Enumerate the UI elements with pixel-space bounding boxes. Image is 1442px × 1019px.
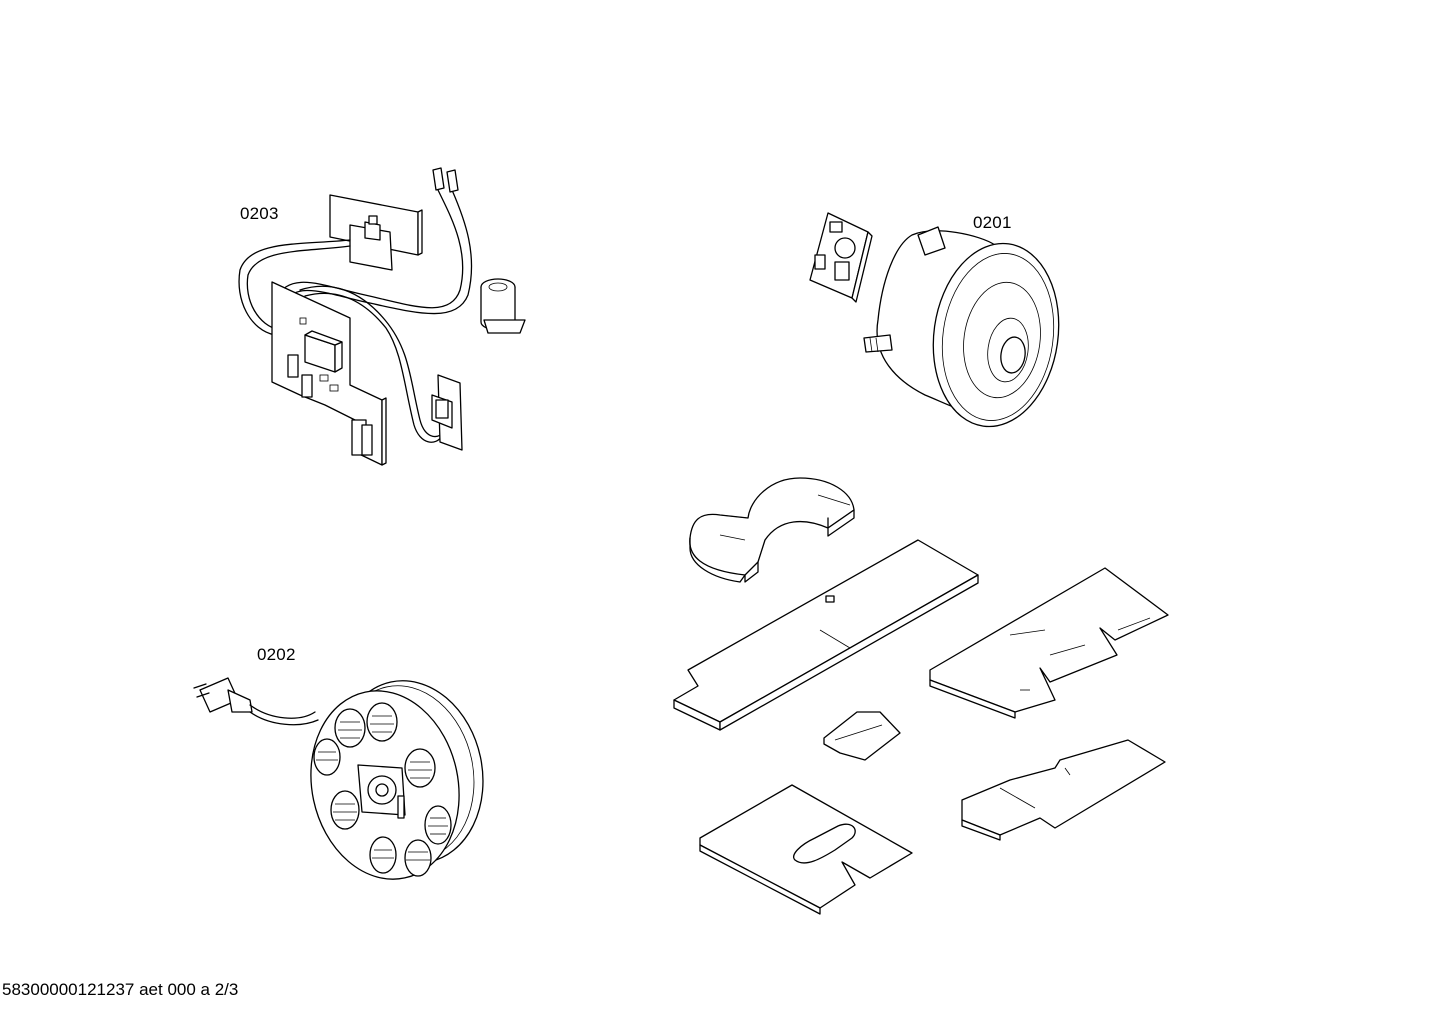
callout-0201: 0201 xyxy=(973,213,1012,232)
stepped-foam-pad xyxy=(961,739,1166,836)
part-0202-cable-reel xyxy=(193,677,484,880)
pad-slot xyxy=(793,823,856,864)
foam-pads xyxy=(673,477,1169,915)
part-0201-motor xyxy=(809,212,1060,428)
document-footer-id: 58300000121237 aet 000 a 2/3 xyxy=(2,980,239,999)
motor-fan-housing xyxy=(932,242,1060,428)
callout-0203: 0203 xyxy=(240,204,279,223)
small-foam-pad xyxy=(823,711,901,761)
cable xyxy=(274,189,464,309)
callout-0202: 0202 xyxy=(257,645,296,664)
part-0203-electronics xyxy=(238,167,526,466)
